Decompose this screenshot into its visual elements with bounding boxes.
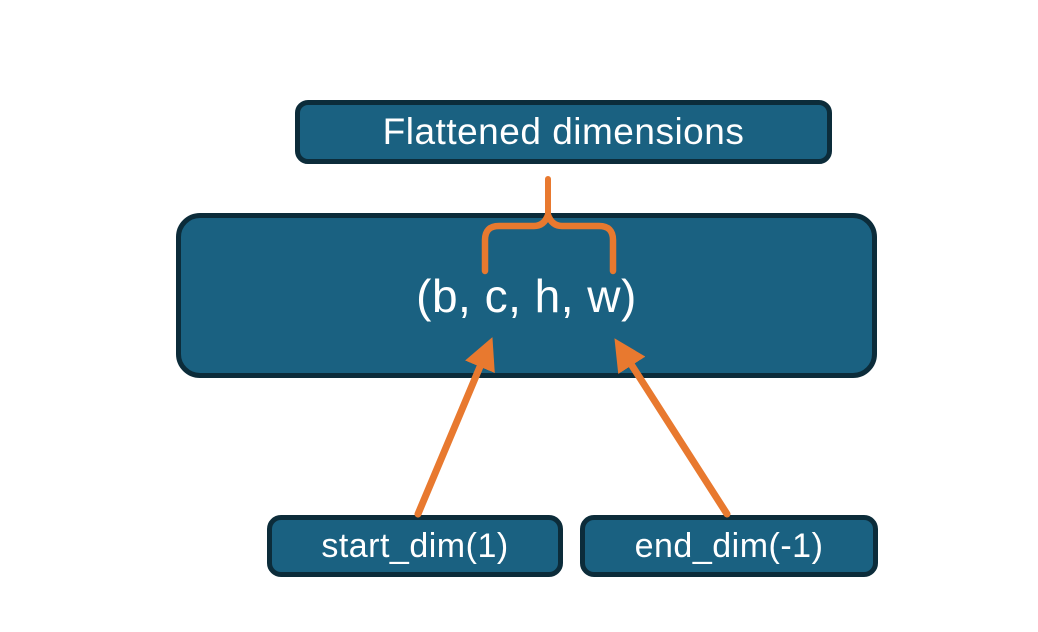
end-dim-box: end_dim(-1) [580, 515, 878, 577]
flattened-dimensions-box: Flattened dimensions [295, 100, 832, 164]
flattened-dimensions-label: Flattened dimensions [382, 111, 745, 152]
tensor-shape-box: (b, c, h, w) [176, 213, 877, 378]
start-dim-label: start_dim(1) [321, 526, 509, 565]
tensor-shape-label: (b, c, h, w) [416, 269, 637, 322]
start-dim-box: start_dim(1) [267, 515, 563, 577]
end-dim-label: end_dim(-1) [634, 526, 824, 565]
